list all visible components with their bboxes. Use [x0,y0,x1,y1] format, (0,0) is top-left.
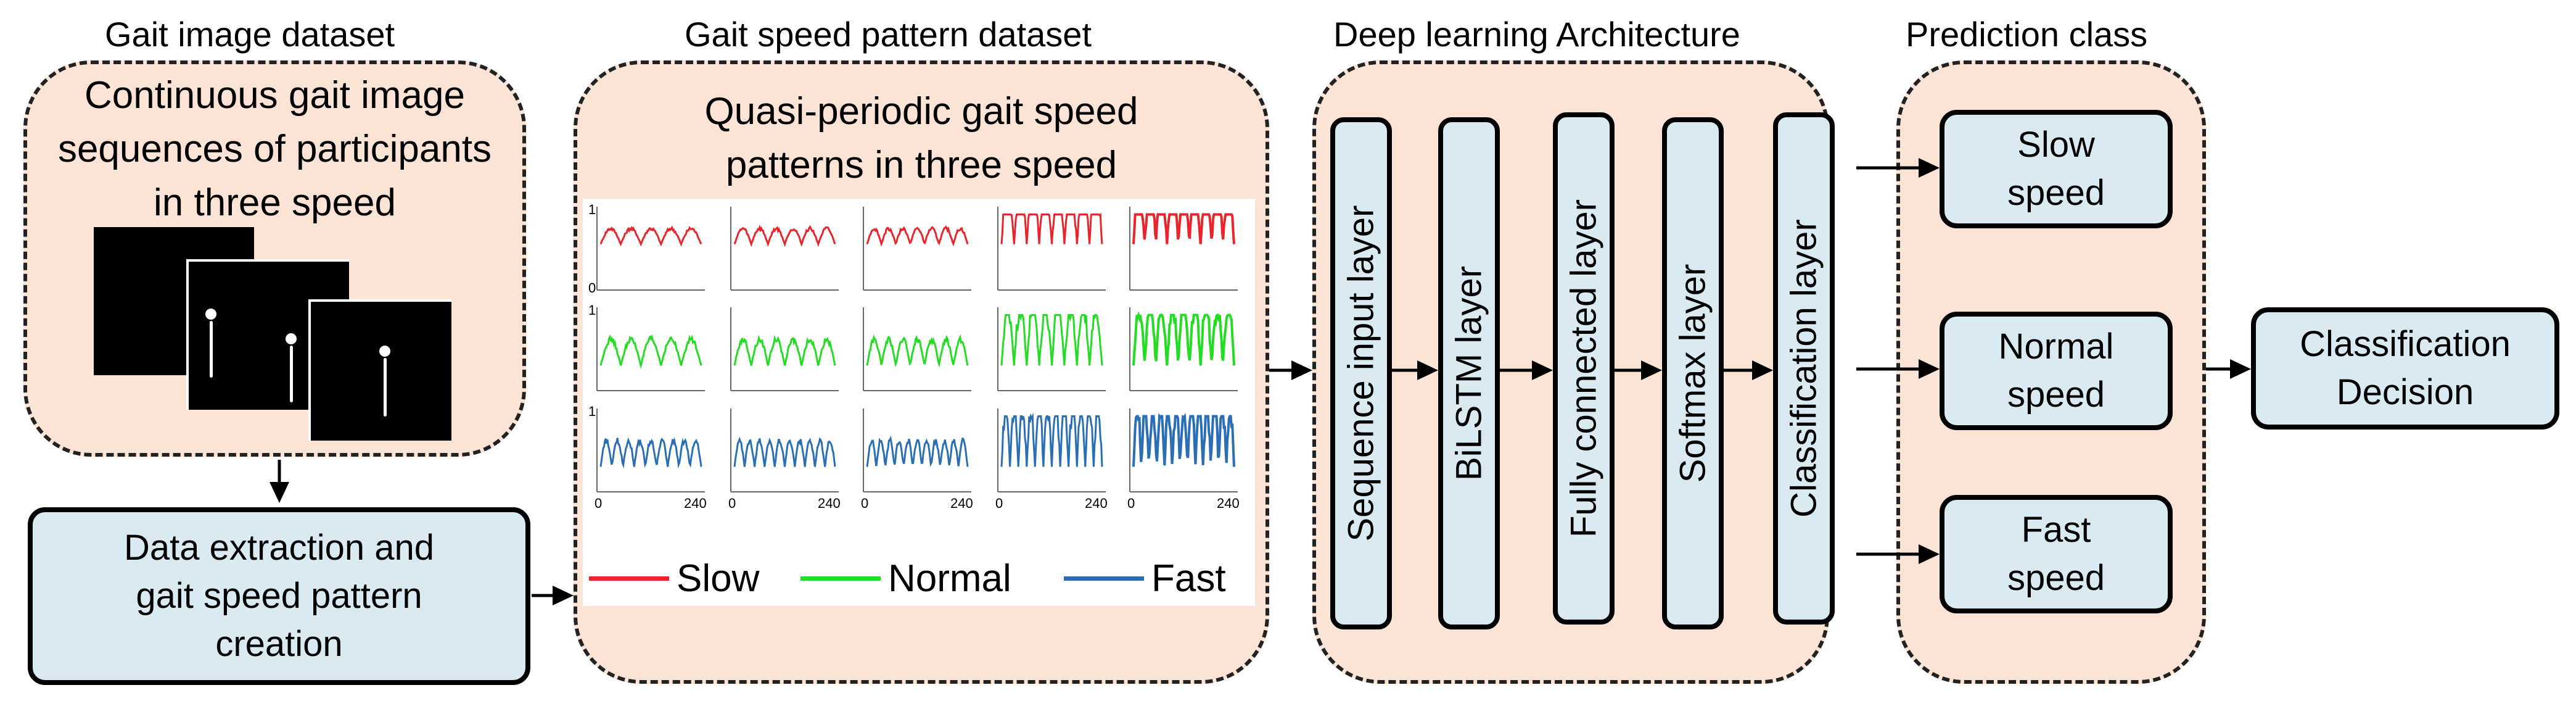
legend-item-slow: Slow [589,557,759,600]
speed-pattern-text-line: Quasi-periodic gait speed [704,90,1138,133]
legend-swatch-fast [1064,576,1144,581]
prediction-class-normal: Normal speed [1940,312,2173,430]
prediction-text-line: Fast [2021,509,2091,550]
layer-label: BiLSTM layer [1449,265,1489,481]
arrow-dataset-to-extraction [270,460,289,503]
prediction-text-line: Normal [1998,326,2114,367]
layer-softmax: Softmax layer [1662,117,1724,629]
legend-item-normal: Normal [800,557,1011,600]
legend-item-fast: Fast [1064,557,1226,600]
gait-image-text-line: sequences of participants [57,127,492,170]
decision-text-line: Decision [2336,372,2474,412]
title-architecture: Deep learning Architecture [1333,15,1740,54]
walking-silhouette [205,309,216,378]
data-extraction-box: Data extraction and gait speed pattern c… [28,507,530,685]
layer-fully-connected: Fully connected layer [1553,112,1615,625]
legend-label-slow: Slow [677,557,760,600]
layer-label: Fully connected layer [1563,199,1604,538]
layer-label: Classification layer [1784,219,1824,518]
walking-silhouette [286,333,297,402]
speed-pattern-description: Quasi-periodic gait speed patterns in th… [580,85,1263,193]
classification-decision-box: Classification Decision [2251,307,2559,430]
extraction-text-line: gait speed pattern [136,575,422,616]
arrow-extraction-to-patterns [532,586,574,605]
decision-text-line: Classification [2300,323,2511,364]
gait-frame [308,299,451,441]
arrow-patterns-to-architecture [1269,360,1312,380]
gait-image-description: Continuous gait image sequences of parti… [36,69,514,230]
layer-sequence-input: Sequence input layer [1330,117,1392,629]
prediction-text-line: Slow [2017,124,2095,165]
speed-pattern-text-line: patterns in three speed [725,143,1117,186]
title-prediction-class: Prediction class [1906,15,2148,54]
legend-swatch-slow [589,576,669,581]
prediction-text-line: speed [2007,558,2105,598]
title-speed-pattern-dataset: Gait speed pattern dataset [685,15,1092,54]
layer-label: Sequence input layer [1341,205,1381,542]
layer-label: Softmax layer [1673,264,1713,483]
extraction-text-line: Data extraction and [124,527,434,568]
legend-label-normal: Normal [888,557,1011,600]
title-gait-image-dataset: Gait image dataset [105,15,395,54]
prediction-class-fast: Fast speed [1940,495,2173,613]
walking-silhouette [379,346,390,417]
layer-bilstm: BiLSTM layer [1438,117,1500,629]
gait-image-text-line: Continuous gait image [84,74,465,117]
gait-image-text-line: in three speed [154,181,396,224]
layer-classification: Classification layer [1773,112,1835,625]
prediction-text-line: speed [2007,375,2105,415]
legend-swatch-normal [800,576,881,581]
pattern-plot-panel [583,199,1255,606]
prediction-class-slow: Slow speed [1940,110,2173,228]
extraction-text-line: creation [215,624,343,665]
prediction-text-line: speed [2007,173,2105,213]
legend-label-fast: Fast [1151,557,1226,600]
arrow-to-decision [2206,359,2251,379]
